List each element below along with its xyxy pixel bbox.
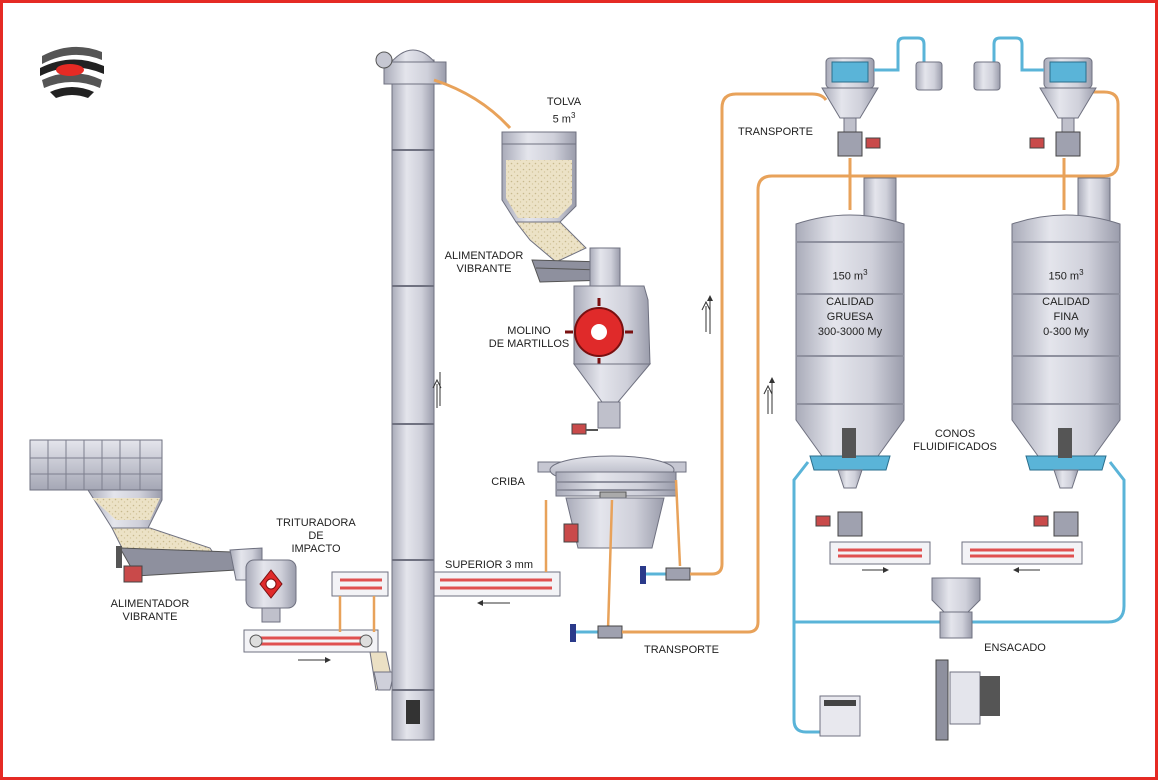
silo-fina-volume: 150 m3 (1024, 265, 1108, 285)
silo-fina-volume-exp: 3 (1079, 268, 1084, 277)
conos-line1: CONOS (934, 428, 976, 440)
label-molino: MOLINO DE MARTILLOS (488, 325, 570, 351)
silo-fina-volume-num: 150 m (1048, 270, 1080, 283)
label-transporte-top: TRANSPORTE (738, 126, 813, 138)
silo-gruesa-volume: 150 m3 (808, 265, 892, 285)
label-superior: SUPERIOR 3 mm (444, 559, 533, 571)
trituradora-line3: IMPACTO (291, 543, 341, 555)
tolva-volume: 5 m3 (544, 109, 584, 127)
silo-gruesa-line1: CALIDAD (826, 295, 874, 308)
label-alimentador-top: ALIMENTADOR VIBRANTE (442, 250, 526, 276)
silo-fina (1011, 158, 1121, 537)
cyclone-filter-left (821, 36, 943, 157)
bagging-station (819, 577, 1000, 741)
silo-gruesa-line2: GRUESA (826, 310, 874, 323)
trituradora-line2: DE (308, 530, 324, 542)
silo-gruesa-label: 150 m3 CALIDAD GRUESA 300-3000 My (808, 265, 892, 340)
top-vibrating-feeder (531, 247, 621, 289)
tolva-volume-exp: 3 (570, 111, 576, 120)
label-criba: CRIBA (491, 476, 525, 488)
fluidization-air-lines (792, 461, 1126, 734)
criba-screen (537, 455, 687, 631)
oversize-return-conveyor (433, 500, 561, 606)
recirculation-conveyor (331, 571, 389, 632)
label-alimentador-bottom: ALIMENTADOR VIBRANTE (108, 598, 192, 624)
pneumatic-transport-lines (570, 90, 1120, 642)
up-arrow-icon (432, 300, 773, 414)
label-conos: CONOS FLUIDIFICADOS (910, 428, 1000, 454)
molino-line1: MOLINO (507, 325, 551, 337)
label-trituradora: TRITURADORA DE IMPACTO (276, 517, 356, 556)
silo-gruesa-volume-num: 150 m (832, 270, 864, 283)
silo-fina-label: 150 m3 CALIDAD FINA 0-300 My (1024, 265, 1108, 340)
tolva-hopper (501, 131, 587, 263)
conos-line2: FLUIDIFICADOS (913, 441, 997, 453)
bottom-belt-conveyor (243, 629, 395, 691)
label-tolva: TOLVA 5 m3 (544, 96, 584, 127)
hammer-mill (565, 285, 652, 435)
feed-hopper (29, 439, 237, 583)
label-transporte-bottom: TRANSPORTE (644, 644, 719, 656)
impact-crusher (229, 547, 297, 623)
silo-gruesa-line3: 300-3000 My (817, 325, 883, 338)
alimentador-bottom-line2: VIBRANTE (122, 611, 178, 623)
alimentador-top-line2: VIBRANTE (456, 263, 512, 275)
bucket-elevator (375, 49, 447, 741)
silo-discharge-conveyors (829, 541, 1083, 573)
silo-fina-line3: 0-300 My (1043, 325, 1089, 338)
alimentador-top-line1: ALIMENTADOR (444, 250, 524, 262)
label-ensacado: ENSACADO (984, 642, 1046, 654)
silo-fina-line1: CALIDAD (1042, 295, 1090, 308)
alimentador-bottom-line1: ALIMENTADOR (110, 598, 190, 610)
silo-gruesa (795, 158, 905, 537)
cyclone-filter-right (973, 36, 1097, 157)
elevator-discharge-pipe (433, 78, 512, 130)
silo-fina-line2: FINA (1053, 310, 1079, 323)
molino-line2: DE MARTILLOS (488, 338, 570, 350)
striped-sphere-logo (40, 40, 104, 100)
trituradora-line1: TRITURADORA (276, 517, 356, 529)
tolva-name: TOLVA (546, 96, 582, 108)
silo-gruesa-volume-exp: 3 (863, 268, 868, 277)
tolva-volume-num: 5 m (552, 113, 571, 126)
